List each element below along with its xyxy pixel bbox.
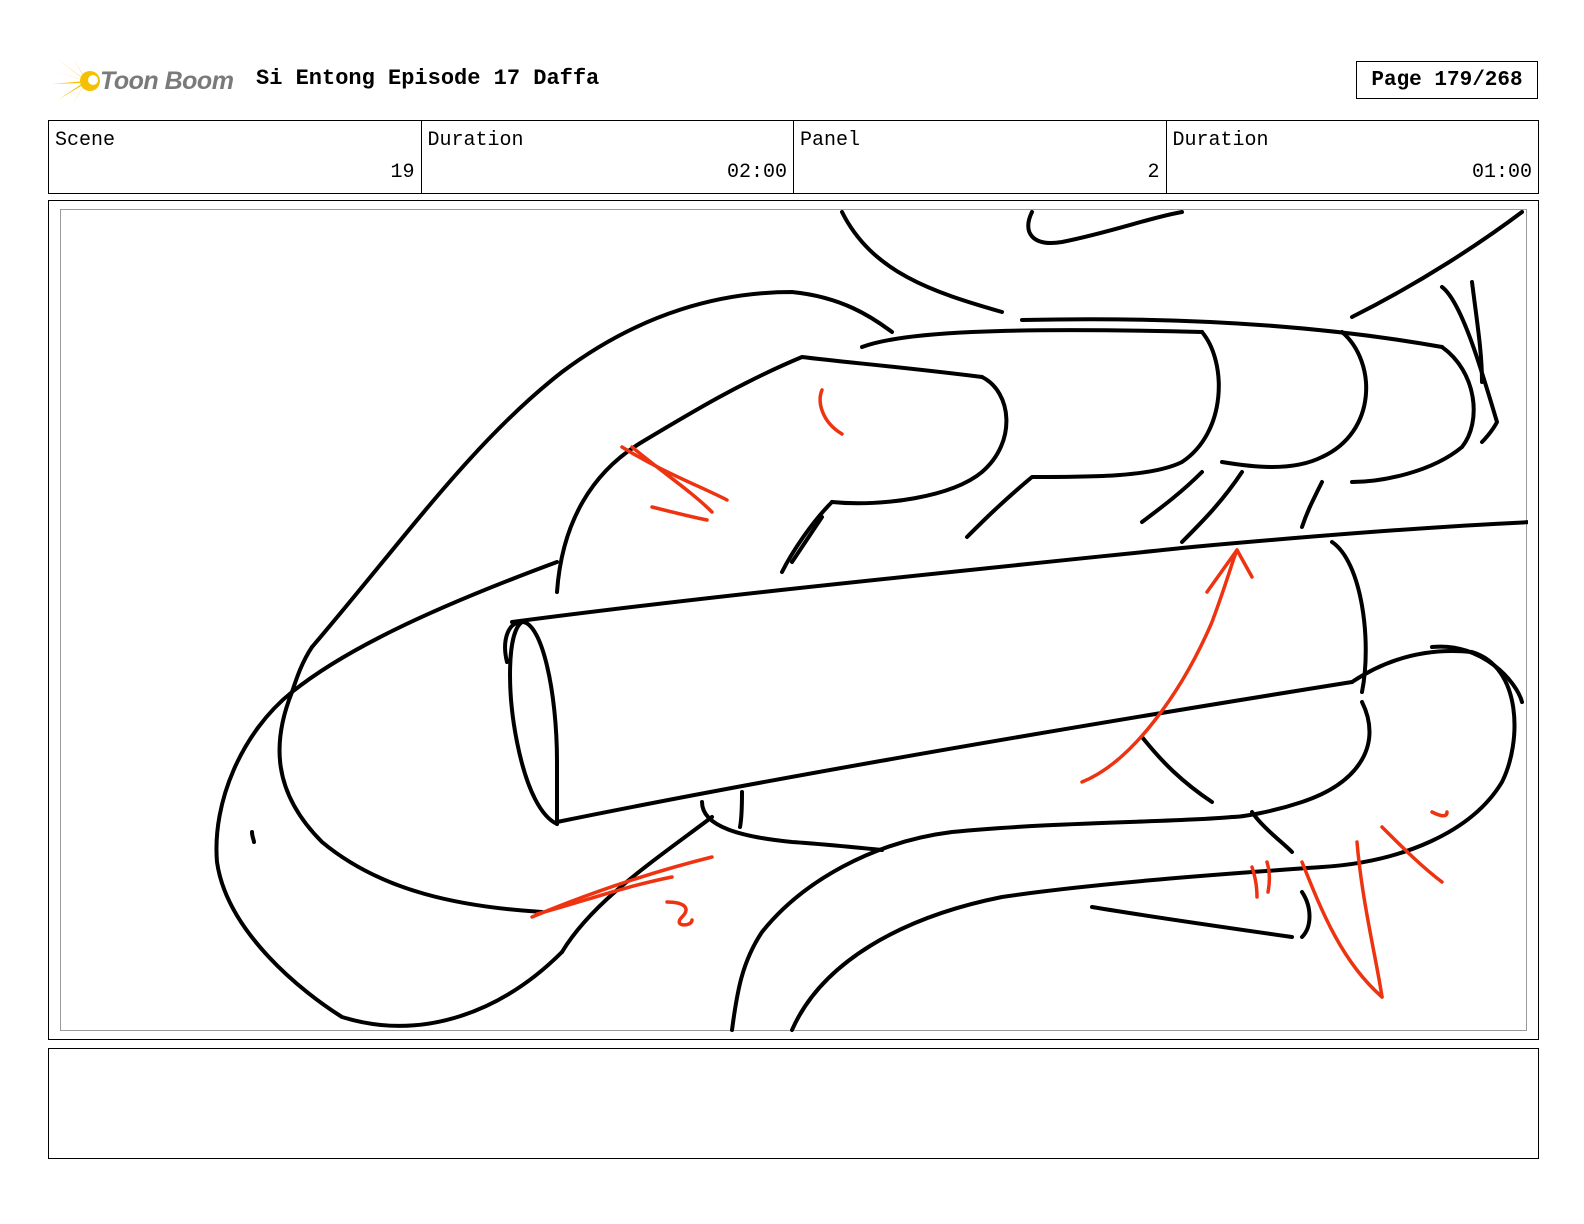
panel-duration-value: 01:00 [1471, 161, 1532, 184]
panel-label: Panel [800, 129, 861, 152]
toon-boom-logo: Toon Boom [50, 54, 234, 108]
scene-label: Scene [55, 129, 116, 152]
annotation-strokes [530, 388, 1449, 999]
page-title: Si Entong Episode 17 Daffa [256, 66, 600, 91]
storyboard-panel-frame [48, 200, 1539, 1040]
panel-cell: Panel 2 [794, 121, 1167, 193]
panel-duration-label: Duration [1172, 129, 1269, 152]
panel-value: 2 [1147, 161, 1160, 184]
scene-value: 19 [390, 161, 415, 184]
toon-boom-wordmark: Toon Boom [100, 66, 234, 95]
toon-boom-burst-icon [50, 56, 100, 106]
storyboard-panel-safe-area [60, 209, 1528, 1032]
scene-duration-value: 02:00 [726, 161, 787, 184]
panel-notes-box [48, 1048, 1539, 1159]
scene-cell: Scene 19 [49, 121, 422, 193]
scene-info-bar: Scene 19 Duration 02:00 Panel 2 Duration… [48, 120, 1539, 194]
scene-duration-cell: Duration 02:00 [422, 121, 794, 193]
sketch-lines [214, 210, 1528, 1032]
panel-duration-cell: Duration 01:00 [1167, 121, 1539, 193]
page-number: Page 179/268 [1356, 61, 1538, 99]
scene-duration-label: Duration [427, 129, 524, 152]
storyboard-sketch [214, 210, 1528, 1032]
